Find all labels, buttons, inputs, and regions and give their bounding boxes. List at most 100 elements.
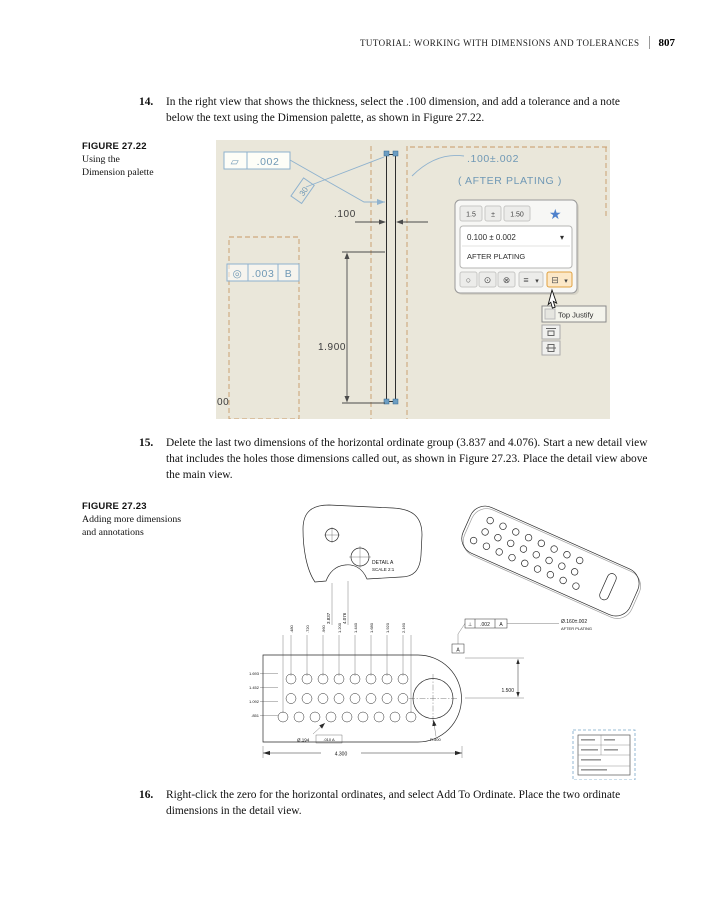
palette-top-buttons bbox=[459, 205, 531, 222]
circle-centerlines bbox=[409, 674, 457, 723]
fcf-datum: A bbox=[499, 622, 503, 628]
fcf-runout: ◎ .003 B bbox=[226, 263, 300, 282]
dim-1500-text: 1.500 bbox=[501, 688, 514, 694]
fcf-flatness-value: .002 bbox=[257, 156, 280, 168]
left-label: 1.092 bbox=[249, 699, 260, 704]
justify-top-icon bbox=[546, 328, 556, 336]
detail-label: DETAIL A bbox=[372, 560, 394, 566]
dim-4300-text: 4.300 bbox=[335, 751, 348, 757]
dimension-palette: 1.5 ± 1.50 ★ 0.100 ± 0.002 ▾ AFTER PLATI… bbox=[454, 199, 579, 295]
sketch-construction-lines bbox=[228, 146, 610, 419]
figure-23-caption: FIGURE 27.23 Adding more dimensions and … bbox=[82, 501, 208, 539]
justify-dropdown-button-highlighted bbox=[546, 271, 573, 288]
diameter-icon: ⊙ bbox=[484, 275, 492, 285]
running-header: TUTORIAL: WORKING WITH DIMENSIONS AND TO… bbox=[360, 36, 675, 49]
radius-note: R.500 bbox=[430, 719, 441, 742]
favorites-star-icon: ★ bbox=[549, 206, 562, 222]
tolerance-preview-line1: .100±.002 bbox=[467, 153, 519, 165]
dim-thickness: .100 bbox=[334, 209, 428, 225]
plating-note: AFTER PLATING bbox=[561, 626, 592, 631]
runout-symbol-icon: ◎ bbox=[233, 268, 243, 280]
inspection-icon: ○ bbox=[466, 275, 471, 285]
radius-note-text: R.500 bbox=[430, 737, 441, 742]
figure-22-label: FIGURE 27.22 bbox=[82, 141, 147, 152]
selection-grips bbox=[383, 150, 399, 405]
top-justify-tooltip: Top Justify bbox=[541, 305, 607, 323]
justify-flyout bbox=[541, 324, 561, 356]
datum-flag: A bbox=[451, 643, 465, 654]
title-block-fragment bbox=[572, 729, 636, 780]
hole-callout: Ø.194 .010 A bbox=[297, 722, 343, 744]
figure-22-image: ▱ .002 30 .100±.002 ( AFTER PLATING ) .1… bbox=[216, 140, 610, 419]
isometric-view bbox=[461, 505, 641, 619]
hole-row-2 bbox=[285, 693, 409, 704]
figure-23-caption-line1: Adding more dimensions bbox=[82, 514, 182, 525]
left-ordinate-labels: 1.693 1.452 1.092 .851 bbox=[249, 671, 278, 718]
dim-height: 1.900 bbox=[318, 251, 385, 404]
dim-height-text: 1.900 bbox=[318, 342, 346, 353]
ordinate-extension-lines bbox=[282, 635, 412, 713]
iso-holes bbox=[469, 516, 584, 590]
part-edge-view bbox=[383, 150, 399, 405]
figure-23-label: FIGURE 27.23 bbox=[82, 501, 147, 512]
text-style-caret-icon: ▾ bbox=[535, 278, 539, 285]
datum-flag-letter: A bbox=[456, 648, 460, 654]
fcf-flatness: ▱ .002 bbox=[223, 151, 291, 170]
figure-23-drawing: DETAIL A SCALE 2:1 3.837 4.076 bbox=[249, 504, 641, 780]
mouse-cursor-icon bbox=[547, 288, 558, 309]
figure-23-caption-line2: and annotations bbox=[82, 526, 144, 538]
figure-22-drawing: ▱ .002 30 .100±.002 ( AFTER PLATING ) .1… bbox=[217, 146, 610, 419]
basic-dim-icon: ⊗ bbox=[503, 275, 511, 285]
fcf-leader-2 bbox=[305, 156, 385, 188]
perpendicularity-fcf: ⊥ .002 A bbox=[464, 618, 508, 629]
step-16-text: Right-click the zero for the horizontal … bbox=[166, 789, 621, 817]
text-style-icon: ≡ bbox=[523, 275, 528, 285]
left-label: 1.452 bbox=[249, 685, 260, 690]
detail-ordinate-2: 4.076 bbox=[342, 612, 347, 624]
figure-22-caption-line1: Using the bbox=[82, 154, 120, 165]
step-14-text: In the right view that shows the thickne… bbox=[166, 96, 620, 124]
preview-leader-arc bbox=[411, 154, 465, 177]
ordinate-label: 1.440 bbox=[353, 622, 358, 633]
tolerance-preview-line2: ( AFTER PLATING ) bbox=[458, 175, 562, 187]
tooltip-text: Top Justify bbox=[558, 311, 594, 320]
hole-row-3 bbox=[277, 711, 417, 723]
dim-1500: 1.500 bbox=[465, 657, 524, 699]
step-14-number: 14. bbox=[139, 96, 154, 108]
ordinate-label: .480 bbox=[289, 624, 294, 633]
clipped-dimension-text: 00 bbox=[217, 397, 229, 408]
step-15: 15. Delete the last two dimensions of th… bbox=[139, 435, 651, 483]
running-header-title: TUTORIAL: WORKING WITH DIMENSIONS AND TO… bbox=[359, 37, 640, 48]
value-dropdown-caret-icon: ▾ bbox=[560, 233, 564, 242]
main-view: .480 .720 .960 1.200 1.440 1.680 1.920 2… bbox=[249, 622, 463, 758]
note-text-field: AFTER PLATING bbox=[467, 252, 525, 261]
left-label: .851 bbox=[251, 713, 260, 718]
detail-ordinate-1: 3.837 bbox=[326, 612, 331, 624]
ordinate-label: 1.680 bbox=[369, 622, 374, 633]
ordinate-label: 2.160 bbox=[401, 622, 406, 633]
rotated-annotation-text: 30 bbox=[298, 185, 311, 198]
step-15-text: Delete the last two dimensions of the ho… bbox=[166, 437, 648, 481]
step-14: 14. In the right view that shows the thi… bbox=[139, 94, 651, 126]
ordinate-label: 1.200 bbox=[337, 622, 342, 633]
justify-icon: ⊟ bbox=[551, 275, 559, 285]
justify-middle-icon bbox=[546, 344, 556, 352]
left-label: 1.693 bbox=[249, 671, 260, 676]
fcf-value: .002 bbox=[480, 622, 490, 628]
page-number: 807 bbox=[658, 36, 676, 49]
figure-23-image: DETAIL A SCALE 2:1 3.837 4.076 bbox=[215, 495, 660, 780]
precision-button: 1.5 bbox=[466, 212, 476, 219]
flatness-symbol-icon: ▱ bbox=[231, 156, 240, 168]
header-divider bbox=[648, 36, 650, 49]
figure-22-caption-line2: Dimension palette bbox=[82, 166, 154, 178]
tolerance-value-field: 0.100 ± 0.002 bbox=[467, 233, 516, 242]
hole-callout-text: Ø.194 bbox=[297, 738, 310, 743]
tooltip-icon bbox=[544, 308, 556, 320]
datum-leader bbox=[457, 623, 466, 644]
detail-a-view: DETAIL A SCALE 2:1 3.837 4.076 bbox=[302, 504, 423, 625]
center-marks bbox=[324, 527, 371, 568]
figure-22-caption: FIGURE 27.22 Using the Dimension palette bbox=[82, 141, 208, 179]
hole-callout-fcf: .010 A bbox=[323, 737, 335, 742]
hole-row-1 bbox=[285, 673, 409, 685]
dim-thickness-text: .100 bbox=[334, 209, 356, 220]
